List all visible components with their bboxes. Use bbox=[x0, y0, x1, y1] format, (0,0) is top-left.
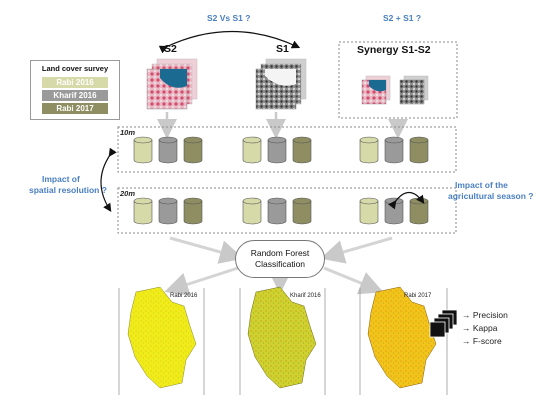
cylinder-10m-synergy-rabi-2016 bbox=[359, 136, 379, 164]
cylinder-20m-s1-rabi-2017 bbox=[292, 197, 312, 225]
survey-row-rabi-2017: Rabi 2017 bbox=[42, 103, 108, 114]
survey-row-rabi-2016: Rabi 2016 bbox=[42, 77, 108, 88]
cylinder-20m-s1-kharif-2016 bbox=[267, 197, 287, 225]
survey-title: Land cover survey bbox=[41, 64, 109, 73]
spatial-resolution-arrow bbox=[100, 147, 117, 213]
season-label-line1: Impact of the bbox=[455, 180, 508, 190]
rf-line2: Classification bbox=[254, 259, 306, 269]
cylinder-10m-s2-rabi-2016 bbox=[133, 136, 153, 164]
season-arrow bbox=[388, 191, 425, 210]
synergy-s1-stack bbox=[399, 75, 429, 105]
s2-plus-s1-label: S2 + S1 ? bbox=[383, 13, 422, 23]
cylinder-20m-synergy-rabi-2017 bbox=[409, 197, 429, 225]
synergy-heading: Synergy S1-S2 bbox=[357, 44, 431, 56]
map-label-rabi-2017: Rabi 2017 bbox=[404, 293, 432, 299]
metrics-stack-icon bbox=[429, 309, 458, 338]
map-rabi-2016 bbox=[127, 286, 197, 389]
cylinder-10m-synergy-kharif-2016 bbox=[384, 136, 404, 164]
map-label-rabi-2016: Rabi 2016 bbox=[170, 293, 198, 299]
map-rabi-2017 bbox=[367, 286, 437, 389]
cylinder-20m-synergy-kharif-2016 bbox=[384, 197, 404, 225]
season-label-line2: agricultural season ? bbox=[448, 191, 534, 201]
land-cover-survey-panel: Land cover survey Rabi 2016 Kharif 2016 … bbox=[30, 60, 120, 120]
cylinder-10m-s2-kharif-2016 bbox=[158, 136, 178, 164]
cylinder-20m-s2-rabi-2016 bbox=[133, 197, 153, 225]
s1-heading: S1 bbox=[276, 43, 289, 55]
map-label-kharif-2016: Kharif 2016 bbox=[290, 293, 321, 299]
metric-precision: → Precision bbox=[462, 310, 508, 320]
rf-line1: Random Forest bbox=[250, 248, 310, 258]
resolution-20m-label: 20m bbox=[120, 189, 136, 198]
s2-heading: S2 bbox=[164, 43, 177, 55]
survey-row-kharif-2016: Kharif 2016 bbox=[42, 90, 108, 101]
s2-vs-s1-label: S2 Vs S1 ? bbox=[207, 13, 251, 23]
cylinder-10m-s1-rabi-2016 bbox=[242, 136, 262, 164]
cylinder-10m-synergy-rabi-2017 bbox=[409, 136, 429, 164]
spatial-label-line2: spatial resolution ? bbox=[29, 185, 107, 195]
comparison-arc bbox=[158, 30, 301, 54]
cylinder-10m-s2-rabi-2017 bbox=[183, 136, 203, 164]
spatial-label-line1: Impact of bbox=[42, 174, 80, 184]
resolution-10m-label: 10m bbox=[120, 128, 136, 137]
synergy-s2-stack bbox=[361, 75, 391, 105]
row-10m-box bbox=[117, 126, 457, 173]
synergy-box bbox=[338, 41, 458, 119]
s1-image-stack bbox=[255, 58, 307, 110]
cylinder-10m-s1-kharif-2016 bbox=[267, 136, 287, 164]
s2-image-stack bbox=[146, 58, 198, 110]
cylinder-20m-s1-rabi-2016 bbox=[242, 197, 262, 225]
row-20m-box bbox=[117, 187, 457, 234]
cylinder-10m-s1-rabi-2017 bbox=[292, 136, 312, 164]
random-forest-node: Random Forest Classification bbox=[235, 240, 325, 278]
metric-kappa: → Kappa bbox=[462, 323, 498, 333]
cylinder-20m-s2-rabi-2017 bbox=[183, 197, 203, 225]
map-kharif-2016 bbox=[247, 286, 317, 389]
metric-fscore: → F-score bbox=[462, 336, 502, 346]
cylinder-20m-synergy-rabi-2016 bbox=[359, 197, 379, 225]
cylinder-20m-s2-kharif-2016 bbox=[158, 197, 178, 225]
